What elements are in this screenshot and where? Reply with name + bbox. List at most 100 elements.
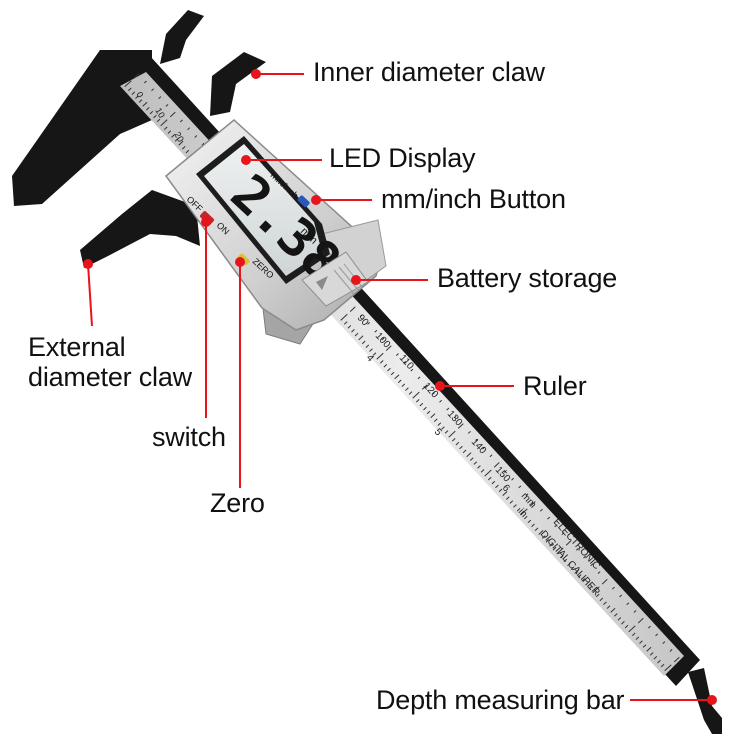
ruler-tick bbox=[179, 119, 183, 123]
ruler-tick bbox=[561, 532, 565, 536]
ruler-tick bbox=[547, 516, 551, 520]
inch-scale: 4 5 6 bbox=[364, 353, 512, 495]
ruler-tick bbox=[511, 477, 515, 481]
ruler-tick bbox=[516, 508, 521, 512]
ruler-tick bbox=[466, 452, 472, 458]
ruler-tick bbox=[171, 134, 175, 138]
ruler-tick bbox=[646, 646, 652, 652]
ruler-tick bbox=[423, 406, 427, 411]
ruler-tick bbox=[502, 491, 508, 496]
ruler-ticks bbox=[124, 72, 680, 672]
ruler-tick bbox=[491, 480, 496, 485]
ruler-tick bbox=[397, 379, 402, 384]
ruler-tick bbox=[475, 438, 479, 442]
ruler-tick bbox=[639, 640, 643, 644]
ruler-tick bbox=[495, 484, 499, 489]
ruler-tick bbox=[673, 656, 680, 663]
label-inner-diameter-claw: Inner diameter claw bbox=[313, 57, 545, 87]
ruler-tick bbox=[185, 149, 190, 154]
ruler-tick bbox=[433, 418, 438, 422]
ruler-tick bbox=[421, 384, 428, 390]
ruler-tick bbox=[165, 104, 169, 107]
ruler-tick bbox=[487, 476, 492, 481]
ruler-tick bbox=[349, 306, 356, 312]
leader-switch-dot bbox=[201, 217, 211, 227]
ruler-tick bbox=[595, 593, 600, 598]
inch-scale-5: 5 bbox=[432, 427, 444, 439]
lcd-display: 2.38 mm bbox=[196, 136, 352, 293]
ruler-tick bbox=[527, 519, 532, 524]
ruler-tick bbox=[583, 555, 587, 559]
ruler-tick bbox=[505, 496, 510, 500]
ruler-tick bbox=[606, 605, 611, 609]
ruler-tick bbox=[133, 72, 140, 79]
ruler-tick bbox=[381, 337, 385, 341]
ruler-tick bbox=[372, 352, 377, 356]
ruler-tick bbox=[538, 530, 544, 535]
ruler-tick bbox=[351, 329, 355, 333]
ruler-tick bbox=[529, 501, 536, 507]
leader-lines bbox=[83, 69, 717, 705]
brand-text: ELECTRONIC DIGITAL CALIPER bbox=[538, 517, 602, 598]
ruler-tick bbox=[597, 571, 601, 574]
label-switch: switch bbox=[152, 422, 226, 452]
ruler-tick bbox=[617, 617, 622, 621]
ruler-tick bbox=[484, 469, 492, 477]
leader-external-claw-dot bbox=[83, 259, 93, 269]
ruler-tick bbox=[145, 107, 150, 111]
ruler-tick bbox=[441, 426, 445, 430]
ruler-tick bbox=[556, 547, 564, 555]
ruler-tick bbox=[657, 659, 661, 664]
ruler-tick bbox=[467, 431, 471, 434]
ruler-tick bbox=[160, 119, 168, 127]
ruler-tick bbox=[451, 438, 456, 442]
label-zero: Zero bbox=[210, 488, 265, 518]
ruler-tick bbox=[480, 469, 485, 473]
ruler-tick bbox=[619, 594, 623, 598]
ruler-tick bbox=[151, 88, 155, 92]
ruler-tick bbox=[383, 364, 388, 368]
ruler-tick bbox=[143, 80, 147, 84]
label-led-display: LED Display bbox=[329, 143, 476, 173]
ruler-tick bbox=[131, 91, 136, 95]
ruler-tick bbox=[577, 574, 582, 578]
leader-depth-bar-dot bbox=[707, 695, 717, 705]
ruler-tick bbox=[489, 454, 493, 458]
ruler-tick bbox=[570, 566, 575, 570]
ruler-tick bbox=[340, 313, 348, 321]
leader-led-display-dot bbox=[241, 155, 251, 165]
ruler-tick bbox=[365, 344, 370, 348]
mm-inch-button[interactable] bbox=[297, 195, 311, 208]
ruler-tick bbox=[655, 633, 659, 637]
ruler-tick bbox=[574, 569, 580, 574]
ruler-tick bbox=[455, 441, 460, 446]
ruler-tick bbox=[563, 558, 568, 563]
ruler-tick bbox=[477, 465, 481, 469]
ruler-tick bbox=[493, 462, 500, 468]
ruler-tick bbox=[662, 641, 666, 645]
ruler-tick bbox=[156, 118, 161, 123]
label-external-line-2: diameter claw bbox=[28, 362, 192, 392]
ruler-tick bbox=[601, 578, 608, 585]
top-scale-20: 20 bbox=[172, 130, 186, 144]
leader-external-claw bbox=[87, 263, 93, 327]
external-claw-slider bbox=[80, 190, 200, 268]
top-scale-10: 10 bbox=[153, 106, 167, 120]
battery-compartment[interactable] bbox=[301, 251, 369, 307]
ruler-tick bbox=[660, 663, 665, 668]
ruler-tick bbox=[387, 367, 391, 372]
ruler-tick bbox=[354, 332, 359, 337]
ruler-tick bbox=[581, 578, 586, 582]
ruler-tick bbox=[194, 135, 198, 138]
ruler-tick bbox=[531, 523, 535, 528]
ruler-tick bbox=[439, 399, 443, 403]
ruler-tick bbox=[149, 110, 154, 115]
ruler-tick bbox=[403, 360, 407, 364]
ruler-tick bbox=[405, 387, 409, 391]
ruler-tick bbox=[590, 563, 594, 567]
ruler-tick bbox=[603, 601, 607, 605]
ruler-tick bbox=[142, 101, 148, 107]
ruler-tick bbox=[624, 624, 629, 629]
ruler-tick bbox=[163, 126, 168, 130]
